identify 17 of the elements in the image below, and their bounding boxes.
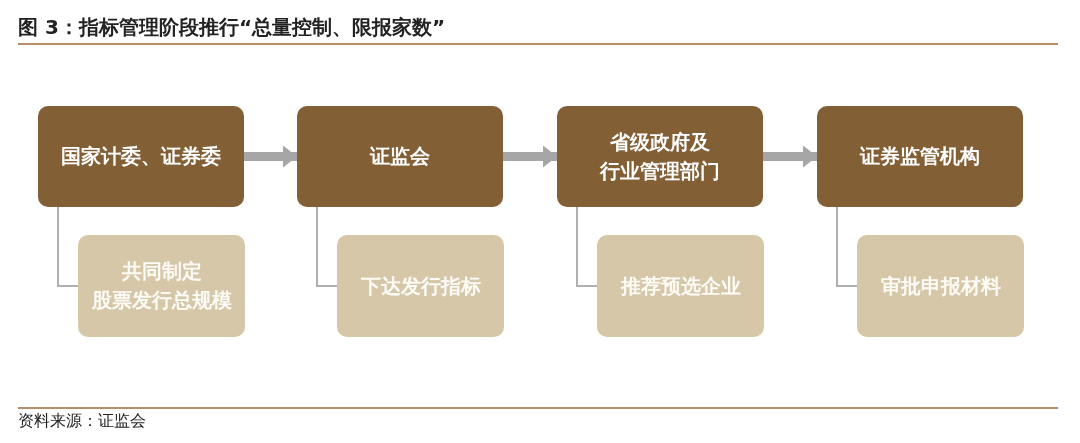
process-box: 省级政府及行业管理部门	[557, 106, 763, 207]
process-box: 证券监管机构	[817, 106, 1023, 207]
connector-line	[57, 206, 79, 287]
process-box: 证监会	[297, 106, 503, 207]
task-box: 推荐预选企业	[597, 235, 764, 337]
arrow	[244, 145, 297, 168]
task-box: 审批申报材料	[857, 235, 1024, 337]
task-box: 共同制定股票发行总规模	[78, 235, 245, 337]
process-box: 国家计委、证券委	[38, 106, 244, 207]
arrow	[763, 145, 817, 168]
task-box: 下达发行指标	[337, 235, 504, 337]
connector-line	[836, 206, 858, 287]
source-note: 资料来源：证监会	[18, 411, 146, 432]
connector-line	[576, 206, 598, 287]
connector-line	[316, 206, 338, 287]
figure-title: 图 3：指标管理阶段推行“总量控制、限报家数”	[18, 14, 446, 41]
arrow	[503, 145, 557, 168]
